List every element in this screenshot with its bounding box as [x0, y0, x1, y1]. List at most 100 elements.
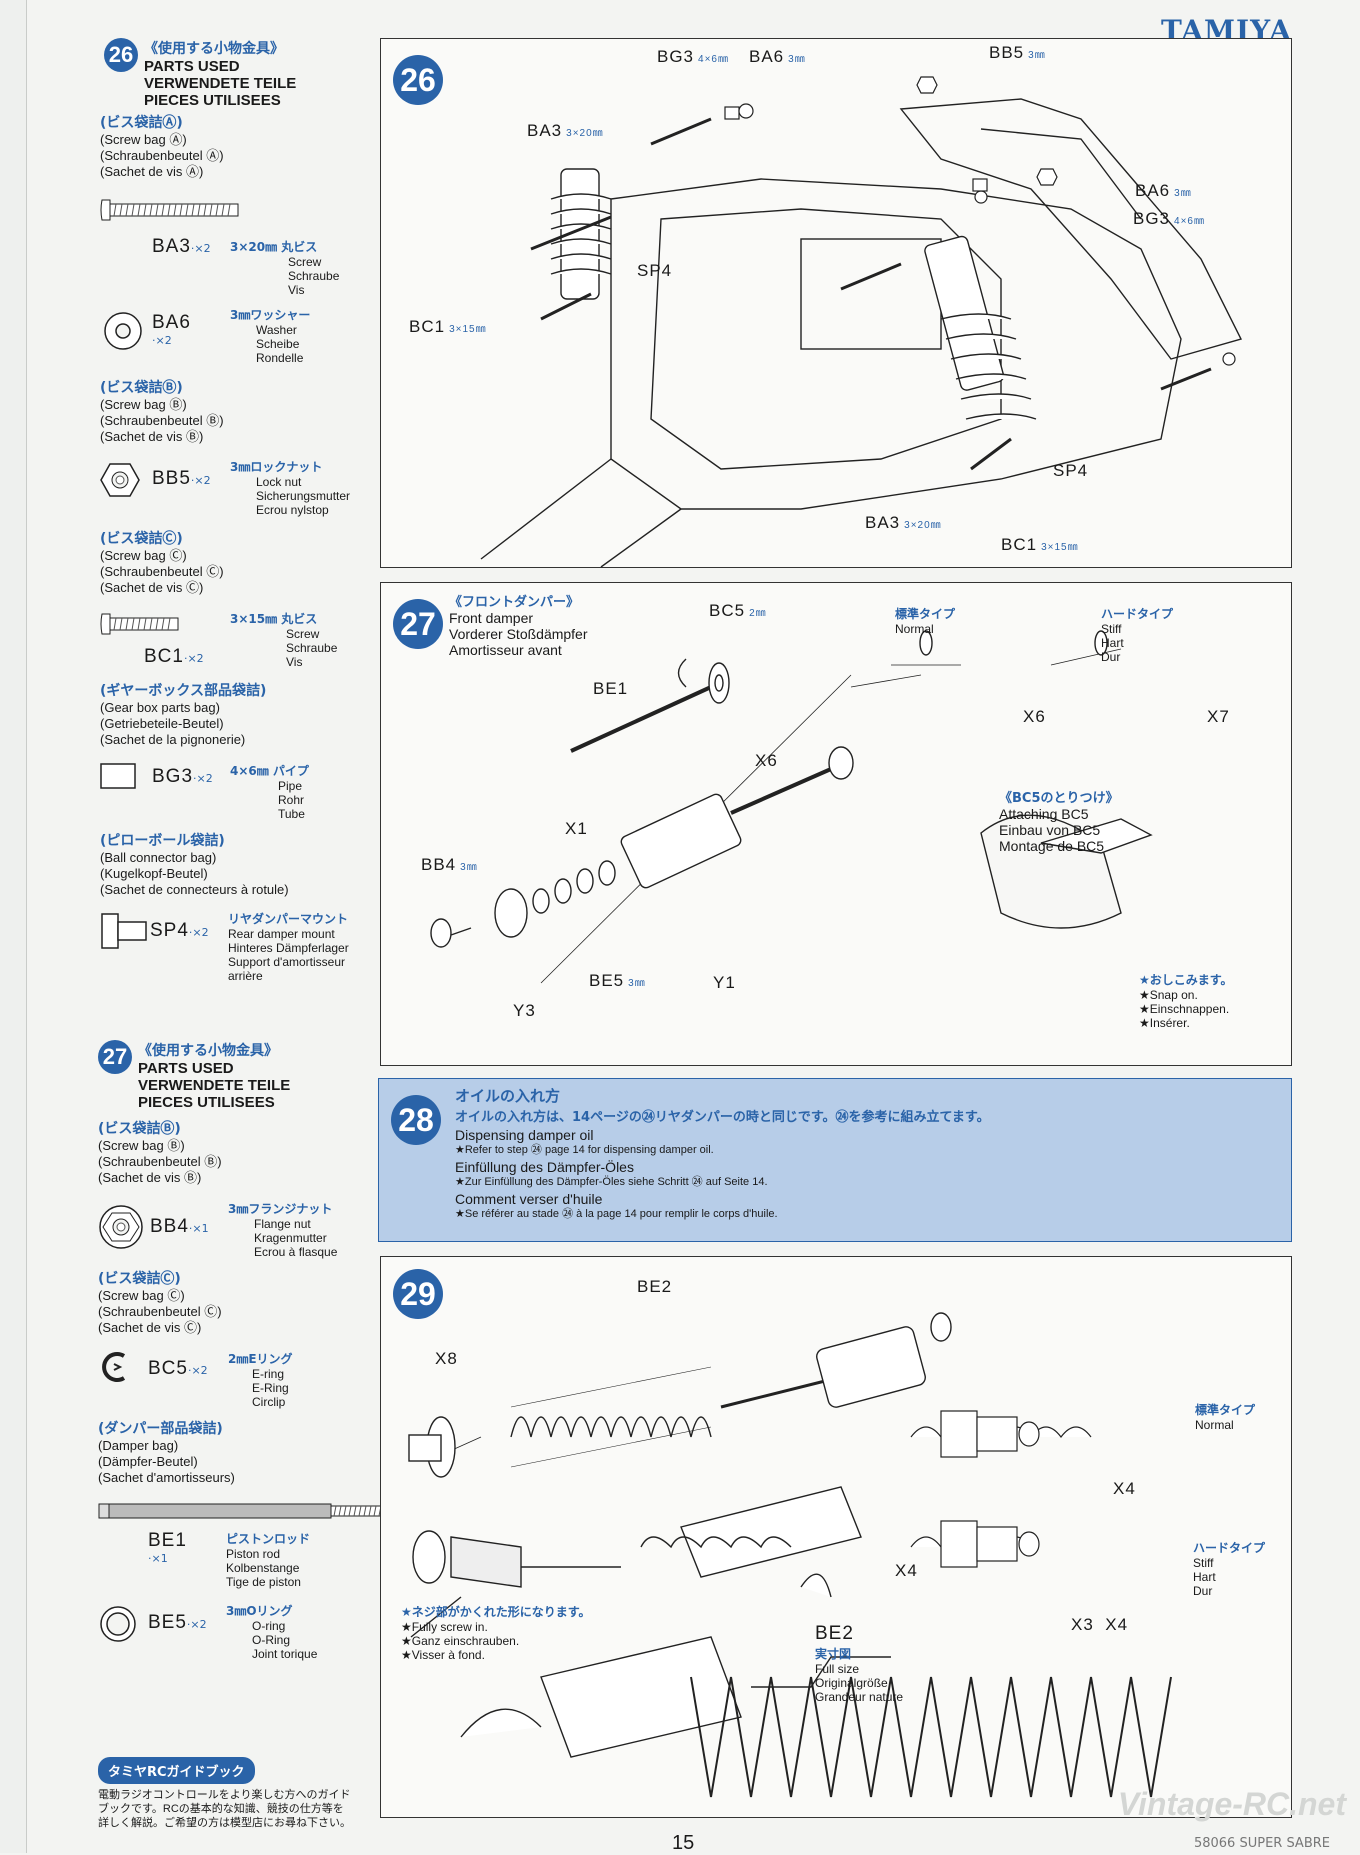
part-desc-de: Rohr — [278, 793, 305, 807]
part-be5-label: BE5·×2 — [148, 1612, 207, 1634]
spring-assembly-diagram — [408, 1312, 1172, 1798]
bag-label-de: (Dämpfer-Beutel) — [98, 1454, 198, 1469]
label-code: BB5 — [989, 43, 1025, 62]
guidebook-text-2: ブックです。RCの基本的な知識、競技の仕方等を — [98, 1803, 344, 1815]
bag-label-fr: (Sachet d'amortisseurs) — [98, 1470, 235, 1485]
label-hard-x3-x4: X3 X4 — [1071, 1615, 1128, 1635]
type-en: Normal — [1195, 1418, 1234, 1432]
screw-20mm-icon — [100, 199, 239, 221]
o-ring-icon — [100, 1606, 136, 1642]
parts-title-fr: PIECES UTILISEES — [144, 92, 281, 109]
oil-title-en: Dispensing damper oil — [455, 1127, 594, 1143]
type-de: Hart — [1101, 636, 1124, 650]
attach-bc5: 《BC5のとりつけ》 Attaching BC5 Einbau von BC5 … — [999, 787, 1119, 854]
part-desc-en: Screw — [288, 255, 322, 269]
part-desc-de: Schraube — [288, 269, 340, 283]
watermark: Vintage-RC.net — [1117, 1786, 1346, 1822]
oil-instructions: オイルの入れ方 オイルの入れ方は、14ページの㉔リヤダンパーの時と同じです。㉔を… — [455, 1085, 990, 1221]
screw-fr: ★Visser à fond. — [401, 1648, 485, 1662]
fullsize-jp: 実寸図 — [815, 1647, 852, 1661]
screw-en: ★Fully screw in. — [401, 1620, 488, 1634]
part-desc-de: O-Ring — [252, 1633, 291, 1647]
part-sp4 — [100, 910, 150, 956]
fullsize-de: Originalgröße — [815, 1676, 888, 1690]
piston-rod-icon — [98, 1503, 390, 1519]
title-fr: Amortisseur avant — [449, 642, 562, 658]
step-badge-26: 26 — [104, 38, 138, 72]
bag-label-de: (Kugelkopf-Beutel) — [100, 866, 208, 881]
label-code: BA3 — [865, 513, 901, 532]
part-jp: 3㎜ロックナット — [230, 460, 323, 474]
part-desc-en: Screw — [286, 627, 320, 641]
bag-label-fr: (Sachet de vis Ⓐ) — [100, 164, 204, 179]
part-desc-en: Flange nut — [254, 1217, 311, 1231]
label-code: BA6 — [749, 47, 785, 66]
label-normal-x4: X4 — [1113, 1479, 1136, 1499]
part-bc1-label: BC1·×2 — [144, 646, 204, 668]
parts-title-fr: PIECES UTILISEES — [138, 1094, 275, 1111]
part-bb4-desc: 3㎜フランジナット Flange nut Kragenmutter Ecrou … — [228, 1200, 337, 1259]
label-dim: 3㎜ — [1174, 188, 1192, 199]
part-bb4-label: BB4·×1 — [150, 1216, 209, 1238]
part-bc5 — [98, 1350, 130, 1388]
type-fr: Dur — [1193, 1584, 1213, 1598]
bag-label-en: (Screw bag Ⓑ) — [98, 1138, 185, 1153]
part-bb5-label: BB5·×2 — [152, 468, 211, 490]
parts-title-en: PARTS USED — [144, 58, 240, 75]
part-jp: 3㎜フランジナット — [228, 1202, 333, 1216]
type-jp: 標準タイプ — [1195, 1403, 1256, 1417]
oil-text-jp: オイルの入れ方は、14ページの㉔リヤダンパーの時と同じです。㉔を参考に組み立てま… — [455, 1110, 990, 1125]
part-jp: 3㎜Oリング — [226, 1604, 293, 1618]
part-code: BA6 — [152, 312, 191, 333]
label-code: BC1 — [409, 317, 446, 336]
part-code: BE1 — [148, 1530, 187, 1551]
washer-icon — [104, 312, 142, 350]
label-code: BG3 — [657, 47, 695, 66]
part-desc-fr: Vis — [288, 283, 305, 297]
previous-page-edge — [0, 0, 27, 1853]
part-code: BB5 — [152, 468, 191, 489]
screw-15mm-icon — [100, 613, 179, 635]
bag-label-jp: (ピローボール袋詰) — [100, 833, 225, 849]
bag-b-27: (ビス袋詰Ⓑ) (Screw bag Ⓑ) (Schraubenbeutel Ⓑ… — [98, 1118, 222, 1186]
label-y1: Y1 — [713, 973, 736, 993]
label-code: BB4 — [421, 855, 457, 874]
label-dim: 3×15㎜ — [1041, 542, 1079, 553]
label-code: BG3 — [1133, 209, 1171, 228]
screw-de: ★Ganz einschrauben. — [401, 1634, 520, 1648]
bag-label-de: (Schraubenbeutel Ⓒ) — [98, 1304, 222, 1319]
part-desc-de: Schraube — [286, 641, 338, 655]
oil-text-fr: ★Se référer au stade ㉔ à la page 14 pour… — [455, 1208, 778, 1220]
type-jp: ハードタイプ — [1193, 1541, 1266, 1555]
attach-en: Attaching BC5 — [999, 806, 1089, 822]
oil-text-de: ★Zur Einfüllung des Dämpfer-Öles siehe S… — [455, 1176, 768, 1188]
part-bc5-label: BC5·×2 — [148, 1358, 208, 1380]
step-28-panel: 28 オイルの入れ方 オイルの入れ方は、14ページの㉔リヤダンパーの時と同じです… — [378, 1078, 1292, 1242]
part-bc1-desc: 3×15㎜ 丸ビス Screw Schraube Vis — [230, 610, 337, 669]
guidebook-badge: タミヤRCガイドブック — [98, 1757, 255, 1784]
part-desc-fr: Tige de piston — [226, 1575, 301, 1589]
part-ba6-label: BA6 ·×2 — [152, 312, 191, 347]
parts-title-jp: 《使用する小物金具》 — [138, 1043, 278, 1059]
lock-nut-icon — [100, 463, 140, 497]
part-qty: ·×1 — [188, 1222, 209, 1235]
part-qty: ·×2 — [190, 474, 211, 487]
label-be1: BE1 — [593, 679, 628, 699]
step-29-panel: 29 — [380, 1256, 1292, 1818]
part-desc-en: O-ring — [252, 1619, 286, 1633]
step-27-panel: 27 《フロントダンパー》 Front damper Vorderer Stoß… — [380, 582, 1292, 1066]
screw-jp: ★ネジ部がかくれた形になります。 — [401, 1605, 591, 1619]
guidebook-text-1: 電動ラジオコントロールをより楽しむ方へのガイド — [98, 1789, 351, 1801]
guidebook-ad: タミヤRCガイドブック 電動ラジオコントロールをより楽しむ方へのガイド ブックで… — [98, 1757, 351, 1830]
part-qty: ·×1 — [148, 1552, 168, 1565]
bag-label-jp: (ビス袋詰Ⓐ) — [100, 115, 183, 131]
label-code: BC1 — [1001, 535, 1038, 554]
type-en: Stiff — [1193, 1556, 1214, 1570]
part-desc-fr: Ecrou à flasque — [254, 1245, 338, 1259]
parts-used-26: 26 《使用する小物金具》 PARTS USED VERWENDETE TEIL… — [104, 38, 296, 109]
label-dim: 4×6㎜ — [698, 54, 729, 65]
parts-title-de: VERWENDETE TEILE — [144, 75, 297, 92]
